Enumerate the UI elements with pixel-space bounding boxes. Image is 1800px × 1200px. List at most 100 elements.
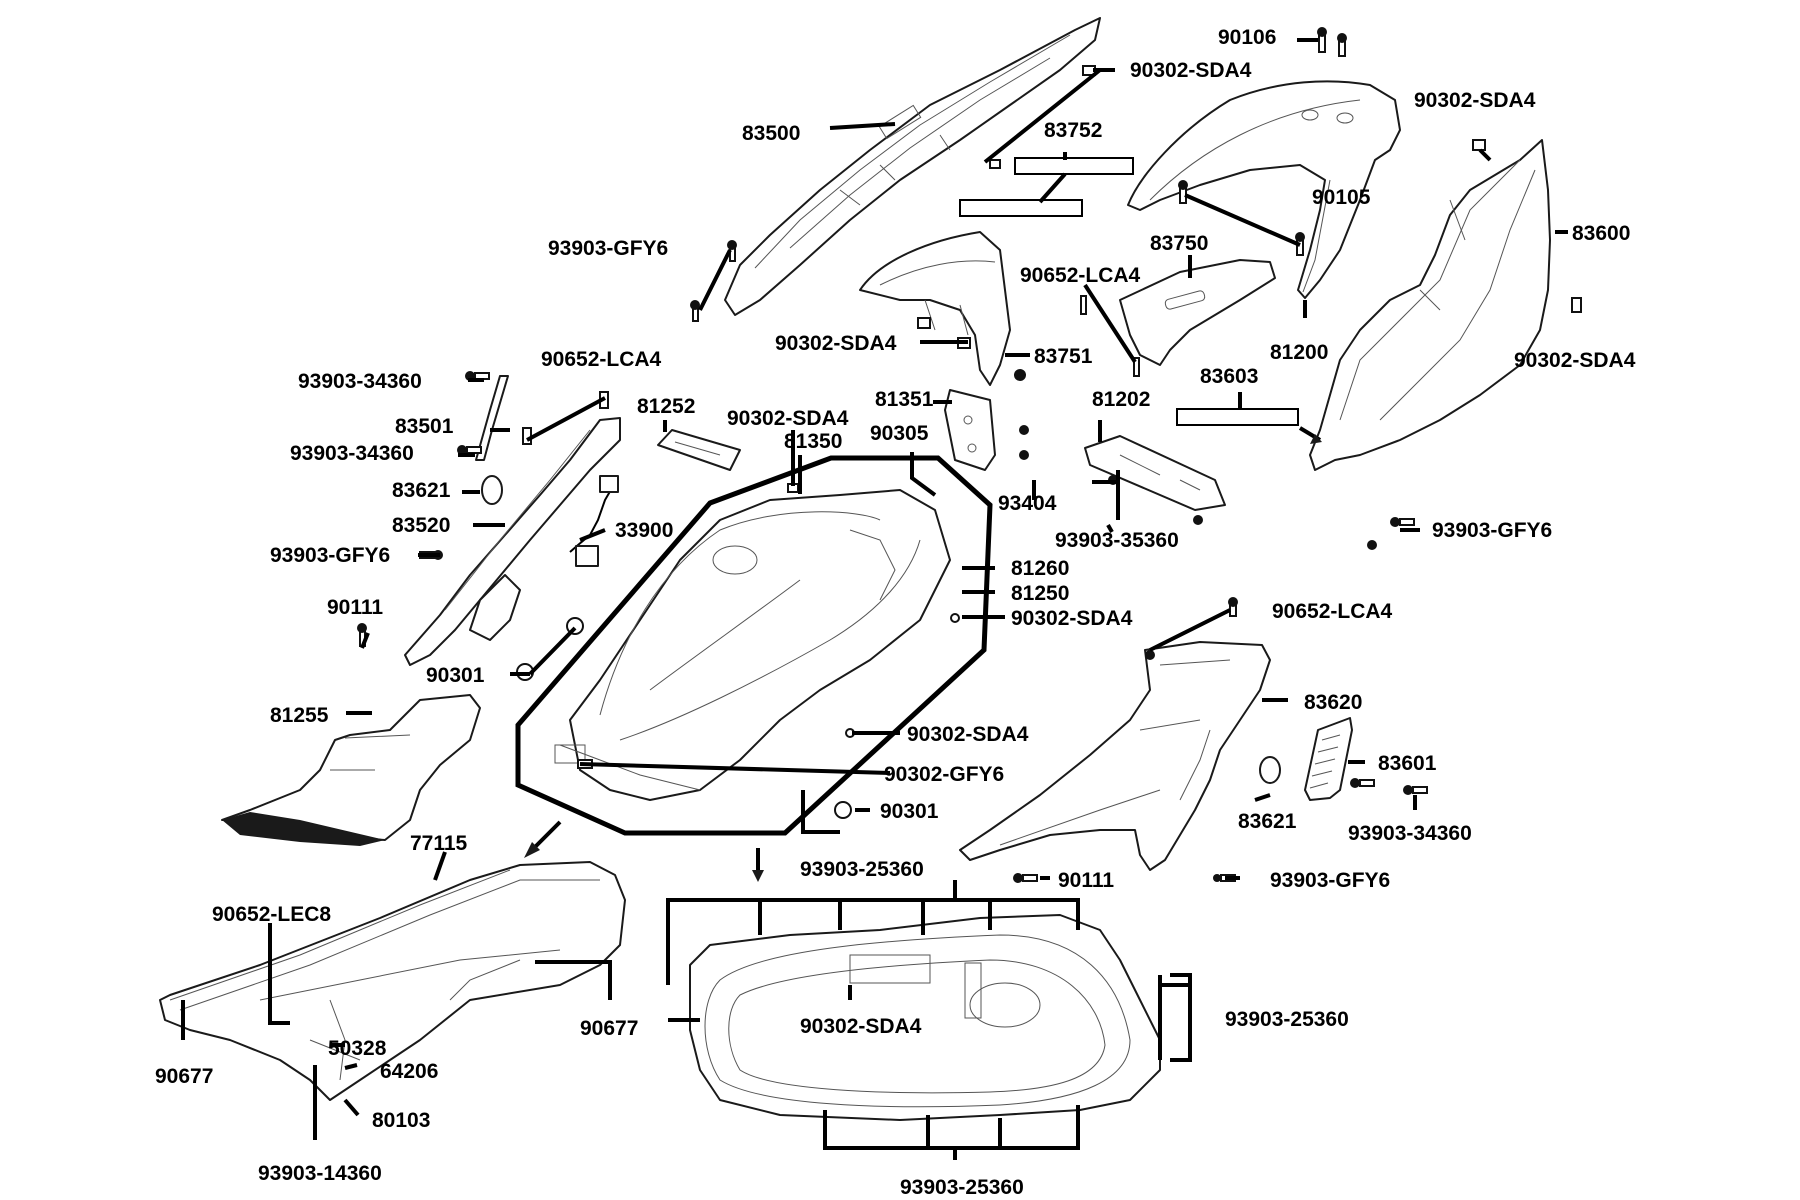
- label-90652-lca4-right: 90652-LCA4: [1272, 600, 1393, 623]
- part-83601-drawing: [1304, 717, 1353, 801]
- label-83752: 83752: [1044, 119, 1102, 142]
- label-93903-gfy6-bottom: 93903-GFY6: [1270, 869, 1390, 892]
- label-83750: 83750: [1150, 232, 1208, 255]
- label-64206: 64206: [380, 1060, 438, 1083]
- label-93903-25360-top: 93903-25360: [800, 858, 924, 881]
- bracket-93903-25360-bottom: [823, 1105, 1080, 1150]
- label-90302-sda4-top: 90302-SDA4: [1130, 59, 1252, 82]
- label-77115: 77115: [410, 832, 468, 855]
- part-83752-decal-lower: [959, 199, 1083, 217]
- label-93903-34360-c: 93903-34360: [1348, 822, 1472, 845]
- screw-93903-34360: [457, 371, 1428, 795]
- label-93903-35360: 93903-35360: [1055, 529, 1179, 552]
- bracket-93903-25360-top: [666, 880, 1080, 1022]
- label-83601: 83601: [1378, 752, 1437, 775]
- label-83500: 83500: [742, 122, 800, 145]
- part-81250-drawing: [554, 489, 951, 801]
- label-90111-right: 90111: [1058, 869, 1114, 892]
- label-93903-34360-a: 93903-34360: [298, 370, 422, 393]
- clip-90302-sda4-box-right: [950, 613, 960, 623]
- bracket-93903-25360-right: [1170, 973, 1192, 1062]
- label-90677-left: 90677: [155, 1065, 213, 1088]
- leader-lines: [181, 38, 1568, 1160]
- label-90302-sda4-far-right: 90302-SDA4: [1514, 349, 1636, 372]
- label-81250: 81250: [1011, 582, 1069, 605]
- label-83620: 83620: [1304, 691, 1362, 714]
- label-83600: 83600: [1572, 222, 1630, 245]
- label-90305: 90305: [870, 422, 929, 445]
- part-81351-drawing: [944, 389, 996, 471]
- part-83603-decal: [1176, 408, 1299, 426]
- arrow-to-frame-left-head: [524, 842, 540, 858]
- part-frame-bottom-drawing: [689, 914, 1161, 1121]
- label-93903-14360: 93903-14360: [258, 1162, 382, 1185]
- clip-90302-sda4-right: [1472, 139, 1486, 151]
- label-83603: 83603: [1200, 365, 1258, 388]
- label-50328: 50328: [328, 1037, 387, 1060]
- label-90301-bottom: 90301: [880, 800, 939, 823]
- part-83520-drawing: [404, 417, 621, 666]
- screw-90111-right: [1013, 873, 1038, 883]
- part-81200-drawing: [1127, 80, 1401, 299]
- label-93404: 93404: [998, 492, 1057, 515]
- screw-90106: [1317, 27, 1347, 57]
- label-81350: 81350: [784, 430, 842, 453]
- part-81255-drawing: [221, 694, 481, 846]
- label-83501: 83501: [395, 415, 454, 438]
- label-90111-left: 90111: [327, 596, 383, 619]
- clip-90302-sda4-a: [989, 159, 1001, 169]
- part-81202-drawing: [1084, 435, 1226, 511]
- label-93903-gfy6-right: 93903-GFY6: [1432, 519, 1552, 542]
- part-83500-drawing: [724, 17, 1101, 316]
- part-83751-drawing: [859, 231, 1011, 386]
- clip-90652-lca4-right: [1145, 597, 1238, 660]
- label-90302-sda4-box: 90302-SDA4: [727, 407, 849, 430]
- label-81255: 81255: [270, 704, 329, 727]
- label-90302-gfy6: 90302-GFY6: [884, 763, 1004, 786]
- label-90106: 90106: [1218, 26, 1276, 49]
- label-90105: 90105: [1312, 186, 1371, 209]
- part-83752-decal-upper: [1014, 157, 1134, 175]
- label-81252: 81252: [637, 395, 695, 418]
- label-90302-sda4-bottom: 90302-SDA4: [800, 1015, 922, 1038]
- arrow-to-frame-bottom-head: [752, 870, 764, 882]
- label-93903-gfy6-top: 93903-GFY6: [548, 237, 668, 260]
- part-83621-right-drawing: [1259, 756, 1281, 784]
- label-90652-lca4-mid: 90652-LCA4: [1020, 264, 1141, 287]
- label-81200: 81200: [1270, 341, 1328, 364]
- part-33900-drawing: [569, 475, 619, 567]
- part-83600-drawing: [1309, 139, 1551, 471]
- label-90652-lec8: 90652-LEC8: [212, 903, 331, 926]
- label-93903-gfy6-left: 93903-GFY6: [270, 544, 390, 567]
- label-90302-sda4-inner: 90302-SDA4: [907, 723, 1029, 746]
- part-81252-drawing: [657, 429, 741, 471]
- clip-90652-lca4-mid: [1080, 295, 1140, 377]
- screw-93404: [1014, 369, 1029, 460]
- label-90302-sda4-right: 90302-SDA4: [1414, 89, 1536, 112]
- label-90301-left: 90301: [426, 664, 485, 687]
- label-93903-25360-bottom: 93903-25360: [900, 1176, 1024, 1199]
- label-90677-right: 90677: [580, 1017, 638, 1040]
- part-labels: 90106 90302-SDA4 83500 83752 90302-SDA4 …: [155, 26, 1636, 1199]
- screw-93903-gfy6-right: [1367, 517, 1415, 550]
- label-93903-34360-b: 93903-34360: [290, 442, 414, 465]
- clip-90302-sda4-far-right: [1571, 297, 1582, 313]
- part-83501-drawing: [475, 375, 509, 461]
- group-frame-storage-box: [515, 455, 993, 836]
- part-77115-drawing: [159, 861, 626, 1101]
- part-83750-drawing: [1119, 259, 1276, 366]
- label-93903-25360-right: 93903-25360: [1225, 1008, 1349, 1031]
- part-83621-left-drawing: [481, 475, 503, 505]
- nut-90301-bottom: [834, 801, 852, 819]
- label-81260: 81260: [1011, 557, 1069, 580]
- label-80103: 80103: [372, 1109, 430, 1132]
- label-81351: 81351: [875, 388, 934, 411]
- arrow-83603-head: [1310, 434, 1322, 444]
- label-90302-sda4-box-right: 90302-SDA4: [1011, 607, 1133, 630]
- label-83621-right: 83621: [1238, 810, 1297, 833]
- label-33900: 33900: [615, 519, 673, 542]
- label-81202: 81202: [1092, 388, 1150, 411]
- label-90302-sda4-mid: 90302-SDA4: [775, 332, 897, 355]
- label-83520: 83520: [392, 514, 450, 537]
